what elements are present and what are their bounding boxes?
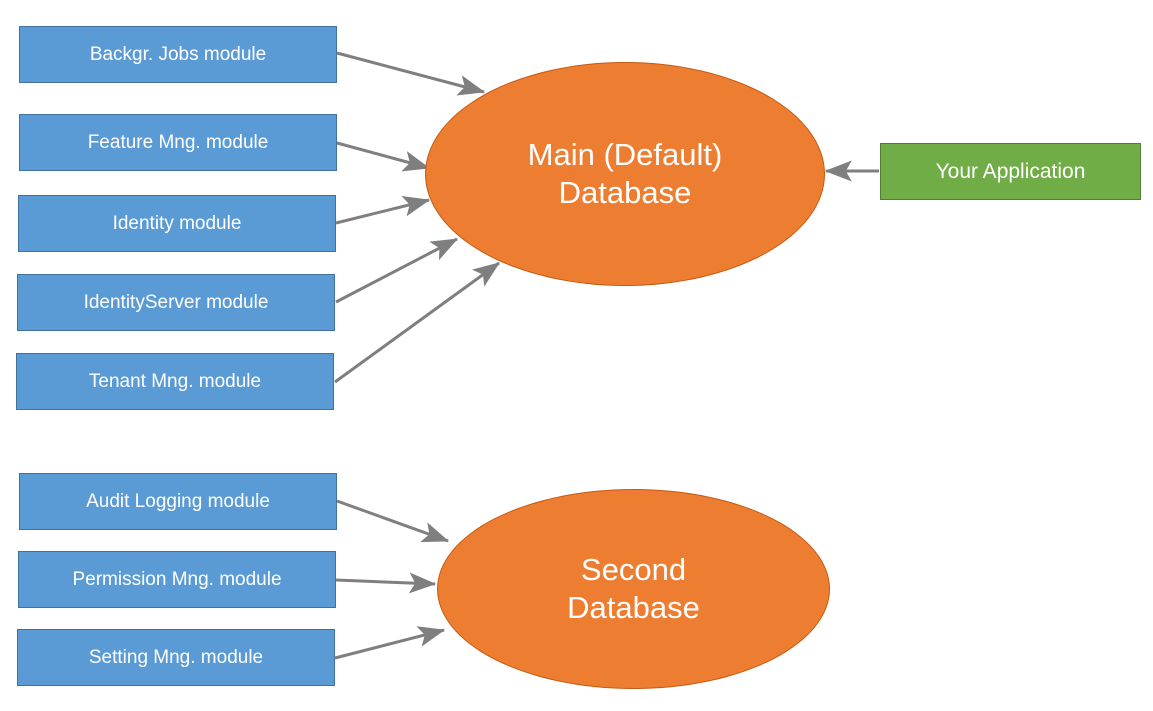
module-identity[interactable]: Identity module: [18, 195, 336, 252]
module-audit-logging[interactable]: Audit Logging module: [19, 473, 337, 530]
your-application-label: Your Application: [935, 159, 1086, 183]
module-label: Permission Mng. module: [72, 568, 282, 590]
edge-feature-mng-to-main: [336, 141, 431, 172]
second-database-label: Second Database: [567, 552, 700, 625]
second-database-node[interactable]: Second Database: [437, 489, 830, 689]
edge-background-jobs-to-main: [336, 51, 486, 96]
module-label: Backgr. Jobs module: [89, 43, 267, 65]
edge-identityserver-to-main: [335, 237, 459, 304]
module-label: Identity module: [112, 212, 242, 234]
module-feature-management[interactable]: Feature Mng. module: [19, 114, 337, 171]
module-label: Feature Mng. module: [87, 131, 269, 153]
main-database-label: Main (Default) Database: [527, 137, 723, 210]
module-background-jobs[interactable]: Backgr. Jobs module: [19, 26, 337, 83]
main-database-node[interactable]: Main (Default) Database: [425, 62, 825, 286]
edge-identity-to-main: [335, 196, 431, 225]
edge-audit-logging-to-second: [336, 499, 450, 543]
edge-tenant-mng-to-main: [334, 261, 500, 384]
module-setting-management[interactable]: Setting Mng. module: [17, 629, 335, 686]
module-label: Setting Mng. module: [88, 646, 264, 668]
edge-setting-mng-to-second: [334, 626, 446, 660]
your-application-node[interactable]: Your Application: [880, 143, 1141, 200]
module-permission-management[interactable]: Permission Mng. module: [18, 551, 336, 608]
module-tenant-management[interactable]: Tenant Mng. module: [16, 353, 334, 410]
edge-permission-mng-to-second: [335, 572, 437, 594]
module-label: IdentityServer module: [83, 291, 269, 313]
module-label: Tenant Mng. module: [88, 370, 262, 392]
module-label: Audit Logging module: [86, 490, 270, 512]
module-identityserver[interactable]: IdentityServer module: [17, 274, 335, 331]
